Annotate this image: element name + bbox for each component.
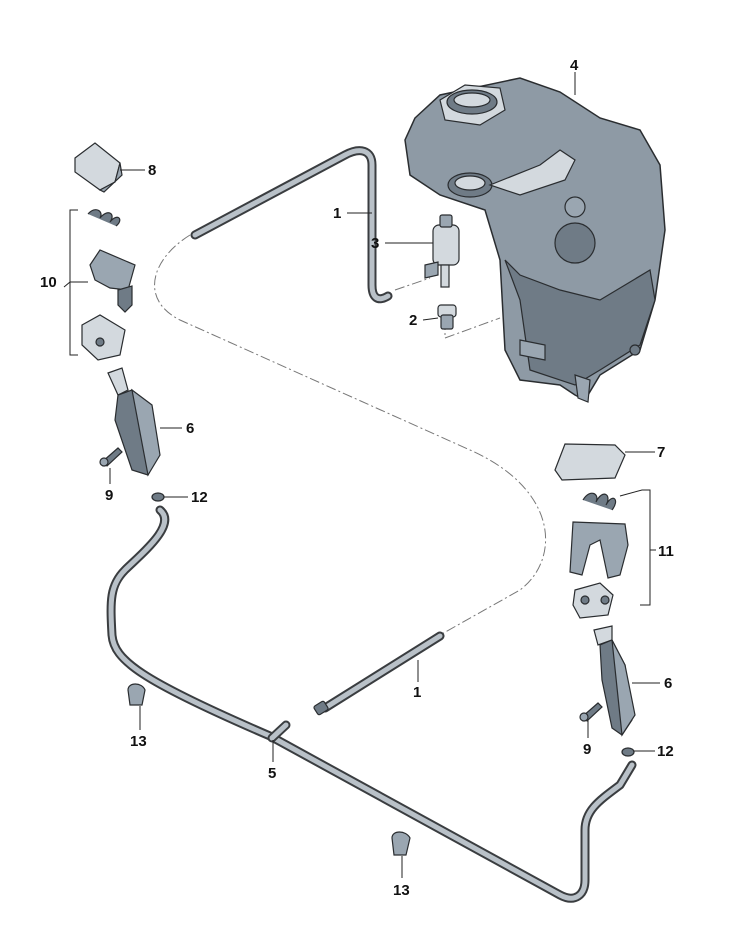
callout-2: 2 (409, 312, 417, 329)
callout-6-left: 6 (186, 420, 194, 437)
mount-left (81, 314, 126, 361)
callout-10: 10 (40, 274, 57, 291)
callout-1-upper: 1 (333, 205, 341, 222)
callout-12-right: 12 (657, 743, 674, 760)
spring-left (87, 209, 121, 227)
hose-upper (190, 146, 393, 304)
callout-9-right: 9 (583, 741, 591, 758)
nozzle-right (593, 625, 636, 737)
connection-dash-line (154, 234, 547, 636)
hose-lower-feed (313, 631, 445, 716)
connection-dash-line-pump (394, 277, 431, 291)
callout-3: 3 (371, 235, 379, 252)
callout-4: 4 (570, 57, 579, 74)
leader-2 (422, 317, 439, 321)
callout-5: 5 (268, 765, 276, 782)
clip-left (127, 683, 146, 706)
screw-left (99, 447, 123, 467)
o-ring-right (621, 747, 635, 757)
callout-12-left: 12 (191, 489, 208, 506)
clip-lower (391, 831, 411, 856)
nozzle-left (107, 367, 161, 477)
callout-13-left: 13 (130, 733, 147, 750)
bracket-group-left (63, 209, 88, 356)
cover-cap-right (554, 443, 626, 481)
callout-7: 7 (657, 444, 665, 461)
washer-reservoir (404, 77, 666, 403)
callout-9-left: 9 (105, 487, 113, 504)
cover-cap-left (74, 142, 123, 193)
bracket-right (569, 521, 629, 579)
callout-8: 8 (148, 162, 156, 179)
bracket-left (89, 249, 136, 313)
washer-pump (424, 214, 460, 288)
callout-6-right: 6 (664, 675, 672, 692)
callout-1-lower: 1 (413, 684, 421, 701)
callout-11: 11 (658, 543, 674, 560)
spring-right (582, 492, 617, 511)
screw-right (579, 702, 603, 722)
callout-13-lower: 13 (393, 882, 410, 899)
o-ring-left (151, 492, 165, 502)
bracket-group-right (619, 489, 656, 606)
hose-lower (106, 505, 637, 903)
grommet (437, 304, 457, 330)
mount-right (572, 582, 614, 619)
